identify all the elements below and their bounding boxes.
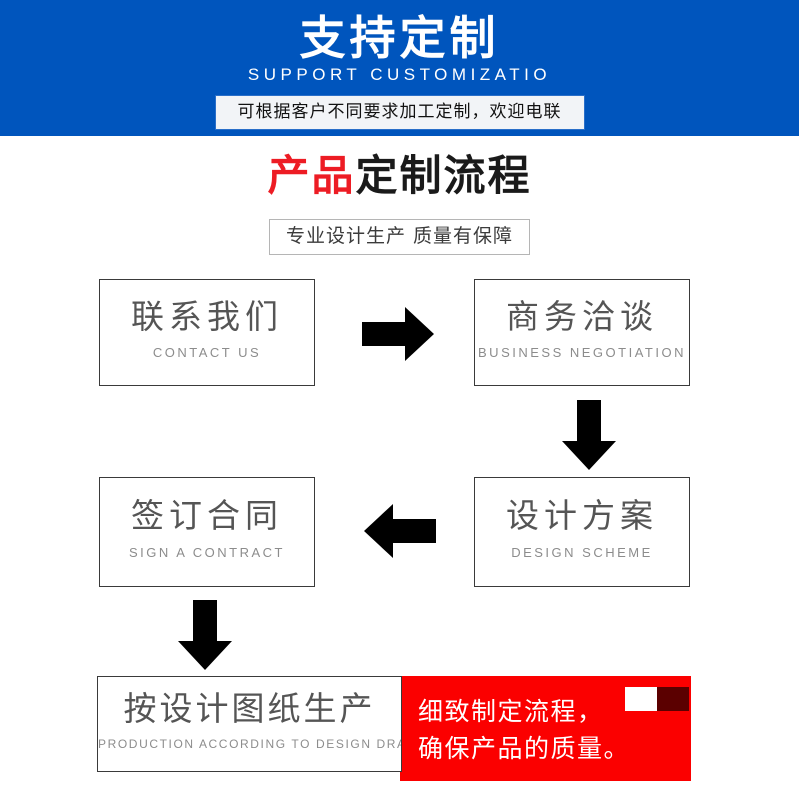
- arrow-down-icon-1: [560, 400, 618, 470]
- flow-step-design-label-cn: 设计方案: [506, 496, 658, 535]
- quality-panel-line-2: 确保产品的质量。: [418, 734, 631, 763]
- flow-step-production-label-cn: 按设计图纸生产: [123, 689, 376, 728]
- flow-step-contact: 联系我们 CONTACT US: [99, 279, 315, 386]
- arrow-left-icon: [364, 502, 436, 560]
- section-title-highlight: 产品: [267, 151, 356, 200]
- banner-tagline: 可根据客户不同要求加工定制，欢迎电联: [214, 95, 585, 130]
- decoration-square-white-icon: [625, 687, 657, 711]
- decoration-square-dark-icon: [657, 687, 689, 711]
- header-banner: 支持定制 SUPPORT CUSTOMIZATIO 可根据客户不同要求加工定制，…: [0, 0, 799, 136]
- section-title: 产品定制流程: [0, 150, 799, 202]
- flow-step-design-label-en: DESIGN SCHEME: [511, 545, 653, 560]
- flow-step-contact-label-en: CONTACT US: [152, 345, 262, 360]
- arrow-right-icon: [362, 305, 434, 363]
- flow-step-business-label-en: BUSINESS NEGOTIATION: [478, 345, 686, 360]
- section-subtitle-wrapper: 专业设计生产 质量有保障: [0, 219, 799, 255]
- flow-step-production: 按设计图纸生产 PRODUCTION ACCORDING TO DESIGN D…: [97, 676, 402, 772]
- flow-step-sign-contract-label-cn: 签订合同: [131, 496, 283, 535]
- quality-panel: 细致制定流程， 确保产品的质量。: [400, 676, 691, 781]
- banner-title: 支持定制: [299, 11, 500, 65]
- banner-subtitle-en: SUPPORT CUSTOMIZATIO: [247, 65, 552, 84]
- arrow-down-icon-2: [176, 600, 234, 670]
- flow-step-sign-contract-label-en: SIGN A CONTRACT: [129, 545, 285, 560]
- section-title-rest: 定制流程: [355, 151, 532, 200]
- flow-step-design: 设计方案 DESIGN SCHEME: [474, 477, 690, 587]
- flow-step-production-label-en: PRODUCTION ACCORDING TO DESIGN DRAWINGS: [98, 737, 401, 751]
- banner-tagline-wrapper: 可根据客户不同要求加工定制，欢迎电联: [0, 95, 799, 130]
- flow-step-contact-label-cn: 联系我们: [131, 297, 283, 336]
- flow-step-business-label-cn: 商务洽谈: [506, 297, 658, 336]
- flow-step-business: 商务洽谈 BUSINESS NEGOTIATION: [474, 279, 690, 386]
- quality-panel-line-1: 细致制定流程，: [418, 697, 604, 726]
- flow-step-sign-contract: 签订合同 SIGN A CONTRACT: [99, 477, 315, 587]
- section-subtitle: 专业设计生产 质量有保障: [268, 219, 531, 255]
